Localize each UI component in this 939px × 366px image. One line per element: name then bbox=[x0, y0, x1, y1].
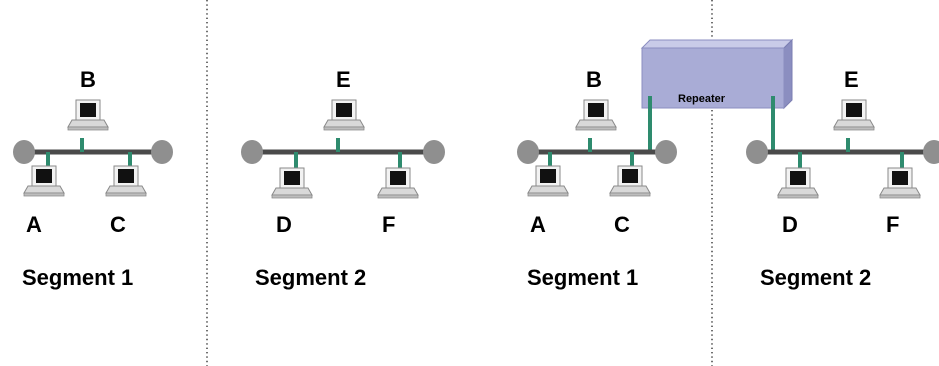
node-label-bottom-left: D bbox=[782, 212, 798, 237]
repeater-label: Repeater bbox=[678, 93, 726, 105]
node-label-top: B bbox=[586, 67, 602, 92]
terminator bbox=[151, 140, 173, 164]
right-segment-2: E D F Segment 2 bbox=[746, 67, 939, 290]
computer-icon bbox=[879, 167, 921, 199]
node-label-top: E bbox=[844, 67, 859, 92]
left-segment-1: B A C Segment 1 bbox=[13, 67, 173, 290]
terminator bbox=[241, 140, 263, 164]
terminator bbox=[423, 140, 445, 164]
node-label-bottom-right: C bbox=[614, 212, 630, 237]
node-label-bottom-right: F bbox=[886, 212, 899, 237]
computer-icon bbox=[105, 165, 147, 197]
node-label-bottom-left: A bbox=[26, 212, 42, 237]
computer-icon bbox=[23, 165, 65, 197]
terminator bbox=[13, 140, 35, 164]
segment-label: Segment 2 bbox=[760, 265, 871, 290]
node-label-bottom-left: D bbox=[276, 212, 292, 237]
segment-label: Segment 1 bbox=[527, 265, 638, 290]
computer-icon bbox=[67, 99, 109, 131]
computer-icon bbox=[377, 167, 419, 199]
terminator bbox=[517, 140, 539, 164]
terminator bbox=[746, 140, 768, 164]
node-label-bottom-left: A bbox=[530, 212, 546, 237]
repeater: Repeater bbox=[640, 38, 794, 110]
node-label-top: E bbox=[336, 67, 351, 92]
node-label-top: B bbox=[80, 67, 96, 92]
computer-icon bbox=[609, 165, 651, 197]
computer-icon bbox=[323, 99, 365, 131]
terminator bbox=[923, 140, 939, 164]
left-segment-2: E D F Segment 2 bbox=[241, 67, 445, 290]
node-label-bottom-right: F bbox=[382, 212, 395, 237]
node-label-bottom-right: C bbox=[110, 212, 126, 237]
segment-label: Segment 1 bbox=[22, 265, 133, 290]
computer-icon bbox=[527, 165, 569, 197]
computer-icon bbox=[777, 167, 819, 199]
computer-icon bbox=[575, 99, 617, 131]
computer-icon bbox=[833, 99, 875, 131]
terminator bbox=[655, 140, 677, 164]
computer-icon bbox=[271, 167, 313, 199]
right-segment-1: B A C Segment 1 bbox=[517, 67, 677, 290]
segment-label: Segment 2 bbox=[255, 265, 366, 290]
